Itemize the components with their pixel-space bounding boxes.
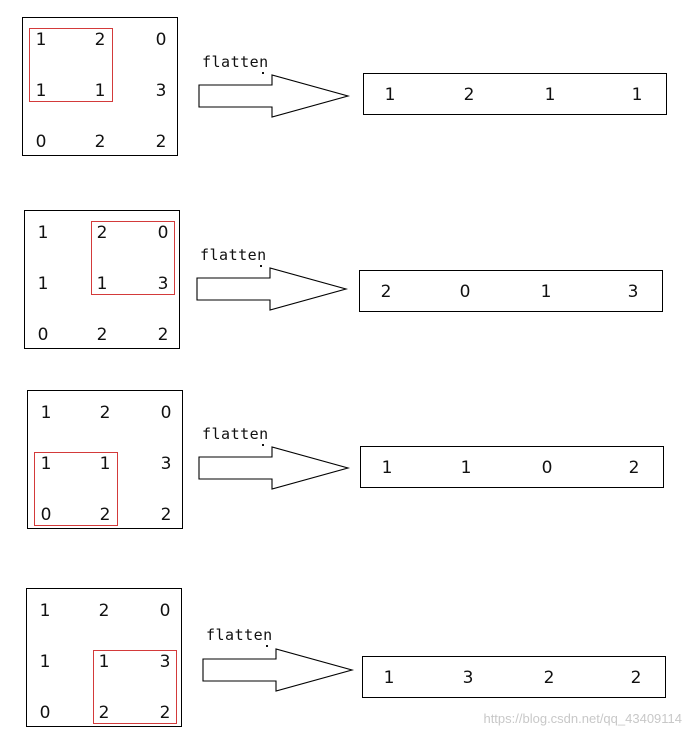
flatten-dot bbox=[262, 72, 264, 74]
matrix-cell: 0 bbox=[157, 223, 169, 243]
matrix-cell: 1 bbox=[39, 601, 51, 621]
right-arrow-icon bbox=[202, 648, 355, 692]
vector-cell: 2 bbox=[380, 282, 392, 302]
matrix-cell: 2 bbox=[98, 601, 110, 621]
vector-cell: 1 bbox=[460, 458, 472, 478]
vector-cell: 1 bbox=[631, 85, 643, 105]
vector-cell: 1 bbox=[540, 282, 552, 302]
flattened-vector: 1 3 2 2 bbox=[362, 656, 666, 698]
matrix-cell: 0 bbox=[39, 703, 51, 723]
matrix-cell: 3 bbox=[157, 274, 169, 294]
matrix-cell: 1 bbox=[39, 652, 51, 672]
vector-cell: 2 bbox=[463, 85, 475, 105]
matrix-cell: 3 bbox=[160, 454, 172, 474]
input-matrix: 1 2 0 1 1 3 0 2 2 bbox=[26, 588, 182, 727]
vector-cell: 3 bbox=[627, 282, 639, 302]
right-arrow-icon bbox=[198, 446, 351, 490]
vector-cell: 1 bbox=[383, 668, 395, 688]
matrix-cell: 1 bbox=[40, 454, 52, 474]
input-matrix: 1 2 0 1 1 3 0 2 2 bbox=[22, 17, 178, 156]
matrix-cell: 1 bbox=[37, 223, 49, 243]
vector-cell: 2 bbox=[630, 668, 642, 688]
matrix-cell: 2 bbox=[94, 30, 106, 50]
matrix-cell: 2 bbox=[96, 223, 108, 243]
vector-cell: 2 bbox=[543, 668, 555, 688]
flatten-label: flatten bbox=[206, 626, 273, 644]
matrix-cell: 1 bbox=[94, 81, 106, 101]
matrix-cell: 2 bbox=[96, 325, 108, 345]
matrix-cell: 0 bbox=[35, 132, 47, 152]
matrix-cell: 2 bbox=[94, 132, 106, 152]
flatten-label: flatten bbox=[202, 53, 269, 71]
arrow-shape bbox=[202, 648, 355, 692]
matrix-cell: 0 bbox=[37, 325, 49, 345]
vector-cell: 1 bbox=[384, 85, 396, 105]
matrix-cell: 2 bbox=[99, 505, 111, 525]
matrix-cell: 2 bbox=[155, 132, 167, 152]
flatten-label: flatten bbox=[202, 425, 269, 443]
flattened-vector: 1 2 1 1 bbox=[363, 73, 667, 115]
matrix-cell: 1 bbox=[98, 652, 110, 672]
flattened-vector: 1 1 0 2 bbox=[360, 446, 664, 488]
matrix-cell: 3 bbox=[155, 81, 167, 101]
flatten-dot bbox=[262, 444, 264, 446]
matrix-cell: 1 bbox=[40, 403, 52, 423]
matrix-cell: 0 bbox=[160, 403, 172, 423]
watermark: https://blog.csdn.net/qq_43409114 bbox=[483, 711, 682, 726]
matrix-cell: 2 bbox=[98, 703, 110, 723]
matrix-cell: 0 bbox=[159, 601, 171, 621]
right-arrow-icon bbox=[198, 74, 351, 118]
matrix-cell: 1 bbox=[35, 30, 47, 50]
right-arrow-icon bbox=[196, 267, 349, 311]
matrix-cell: 1 bbox=[99, 454, 111, 474]
vector-cell: 1 bbox=[381, 458, 393, 478]
matrix-cell: 2 bbox=[159, 703, 171, 723]
matrix-cell: 1 bbox=[37, 274, 49, 294]
flatten-dot bbox=[260, 265, 262, 267]
matrix-cell: 1 bbox=[96, 274, 108, 294]
matrix-cell: 2 bbox=[160, 505, 172, 525]
vector-cell: 0 bbox=[541, 458, 553, 478]
flatten-dot bbox=[266, 645, 268, 647]
matrix-cell: 0 bbox=[40, 505, 52, 525]
vector-cell: 1 bbox=[544, 85, 556, 105]
arrow-shape bbox=[198, 446, 351, 490]
pooling-window bbox=[91, 221, 175, 295]
flatten-label: flatten bbox=[200, 246, 267, 264]
input-matrix: 1 2 0 1 1 3 0 2 2 bbox=[24, 210, 180, 349]
pooling-window bbox=[93, 650, 177, 724]
vector-cell: 0 bbox=[459, 282, 471, 302]
matrix-cell: 1 bbox=[35, 81, 47, 101]
vector-cell: 2 bbox=[628, 458, 640, 478]
matrix-cell: 2 bbox=[157, 325, 169, 345]
arrow-shape bbox=[196, 267, 349, 311]
matrix-cell: 0 bbox=[155, 30, 167, 50]
arrow-shape bbox=[198, 74, 351, 118]
matrix-cell: 3 bbox=[159, 652, 171, 672]
matrix-cell: 2 bbox=[99, 403, 111, 423]
pooling-window bbox=[34, 452, 118, 526]
pooling-window bbox=[29, 28, 113, 102]
vector-cell: 3 bbox=[462, 668, 474, 688]
input-matrix: 1 2 0 1 1 3 0 2 2 bbox=[27, 390, 183, 529]
